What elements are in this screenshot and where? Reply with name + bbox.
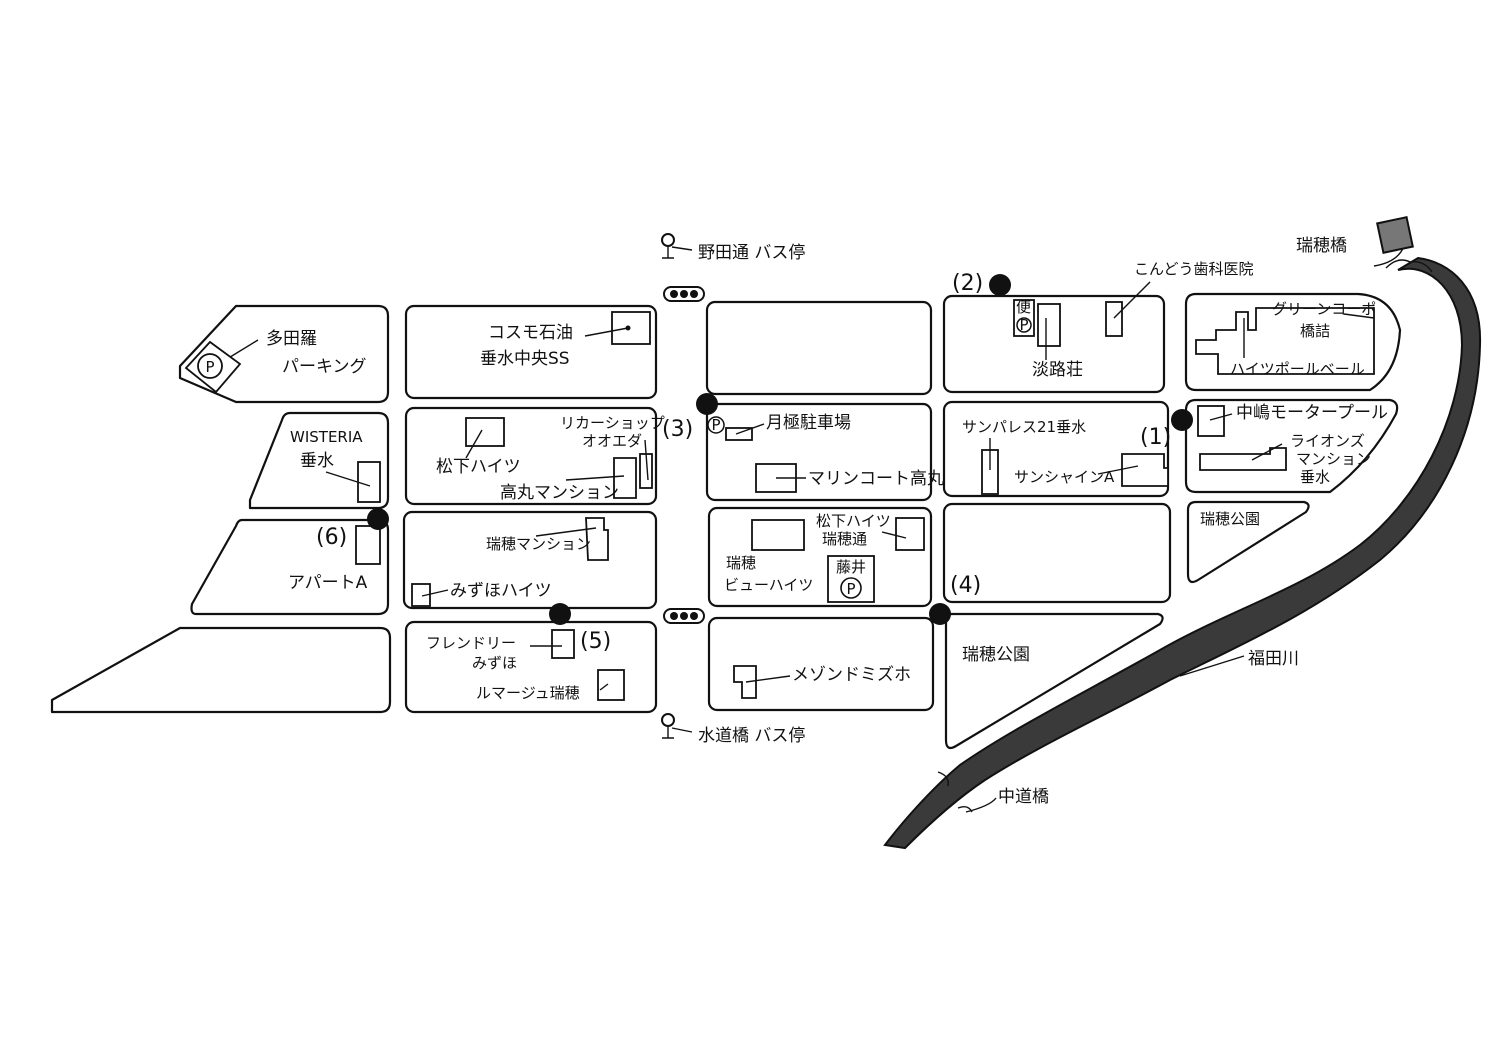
- block-friendly: [404, 620, 658, 714]
- label-green-coop-1: グリーンコーポ: [1272, 300, 1376, 318]
- svg-text:P: P: [205, 358, 214, 376]
- building-kondo: [1105, 301, 1123, 337]
- point-4-dot: [929, 603, 951, 625]
- label-cosmo-2: 垂水中央SS: [480, 349, 570, 369]
- label-tatara-parking-1: 多田羅: [266, 329, 317, 349]
- parking-tsukiyoshi-icon: P: [707, 416, 725, 434]
- label-heights-paul: ハイツポールベール: [1230, 360, 1365, 378]
- label-mizuho-heights: みずほハイツ: [450, 581, 552, 601]
- building-friendly: [551, 629, 575, 659]
- point-1-label: (1): [1140, 425, 1171, 450]
- label-mizuho-park-1: 瑞穂公園: [1200, 510, 1260, 528]
- nakamichi-bridge-icon: [937, 771, 973, 813]
- building-mizuho-heights: [411, 583, 431, 607]
- label-fujii: 藤井: [836, 558, 866, 576]
- label-lions-3: 垂水: [1300, 468, 1330, 486]
- block-mizuho-park-1: [1186, 500, 1310, 584]
- building-lions: [1199, 447, 1287, 471]
- block-maison: [707, 616, 935, 712]
- label-sunshine-a: サンシャインA: [1014, 468, 1115, 486]
- block-wisteria: [248, 411, 390, 510]
- block-sunpalace: [942, 400, 1170, 498]
- label-apart-a: アパートA: [288, 573, 368, 593]
- bus-stop-south-icon: [661, 713, 675, 739]
- point-1-dot: [1171, 409, 1193, 431]
- building-maison: [733, 665, 757, 699]
- traffic-light-south-icon: [663, 608, 705, 624]
- label-friendly-2: みずほ: [472, 654, 517, 672]
- label-mizuho-view-1: 瑞穂: [726, 554, 756, 572]
- point-4-label: (4): [950, 573, 981, 598]
- parking-toilet-icon: P: [1016, 316, 1032, 334]
- building-awaji: [1037, 303, 1061, 347]
- label-maison: メゾンドミズホ: [792, 665, 911, 685]
- label-wisteria-1: WISTERIA: [290, 428, 363, 446]
- block-north-center: [705, 300, 933, 396]
- label-noda-bus-stop: 野田通 バス停: [698, 243, 805, 263]
- building-nakajima: [1197, 405, 1225, 437]
- bus-stop-north-icon: [661, 233, 675, 259]
- building-green-coop: [1195, 307, 1375, 375]
- traffic-light-north-icon: [663, 286, 705, 302]
- parking-tatara-icon: P: [184, 340, 242, 394]
- label-nakajima-pool: 中嶋モータープール: [1236, 403, 1388, 423]
- svg-text:P: P: [846, 580, 855, 598]
- building-wisteria: [357, 461, 381, 503]
- point-6-label: (6): [316, 525, 347, 550]
- point-2-label: (2): [952, 271, 983, 296]
- fukuda-river: [883, 256, 1482, 850]
- svg-text:P: P: [711, 416, 720, 434]
- label-sun-palace: サンパレス21垂水: [962, 418, 1086, 436]
- label-mizuho-park-2: 瑞穂公園: [962, 645, 1030, 665]
- label-cosmo-1: コスモ石油: [488, 323, 573, 343]
- point-5-dot: [549, 603, 571, 625]
- mizuho-bridge-icon: [1376, 216, 1414, 254]
- point-5-label: (5): [580, 629, 611, 654]
- label-matsushita-mizuho-1: 松下ハイツ: [816, 512, 891, 530]
- building-le-mariage: [597, 669, 625, 701]
- label-marine-court: マリンコート高丸: [808, 469, 944, 489]
- label-lions-2: マンション: [1296, 450, 1371, 468]
- label-lions-1: ライオンズ: [1290, 432, 1365, 450]
- svg-text:P: P: [1019, 316, 1028, 334]
- block-southwest: [50, 626, 392, 714]
- label-matsushita-mizuho-2: 瑞穂通: [822, 530, 867, 548]
- building-matsushita: [465, 417, 505, 447]
- label-liquor-1: リカーショップ: [560, 414, 665, 432]
- label-fukuda-river: 福田川: [1248, 649, 1299, 669]
- label-mizuho-mansion: 瑞穂マンション: [486, 535, 591, 553]
- block-east-empty: [942, 502, 1172, 604]
- label-mizuho-bridge: 瑞穂橋: [1296, 236, 1347, 256]
- label-mizuho-view-2: ビューハイツ: [724, 576, 813, 594]
- parking-fujii-icon: P: [840, 577, 862, 599]
- point-3-dot: [696, 393, 718, 415]
- point-6-dot: [367, 508, 389, 530]
- label-tatara-parking-2: パーキング: [282, 357, 367, 377]
- label-liquor-2: オオエダ: [582, 432, 642, 450]
- block-tatara: [178, 304, 390, 404]
- building-matsushita-mizuho: [895, 517, 925, 551]
- building-view-heights: [751, 519, 805, 551]
- building-apart-a: [355, 525, 381, 565]
- label-green-coop-2: 橋詰: [1300, 322, 1330, 340]
- mizuho-bridge-rails: [1385, 259, 1433, 273]
- label-le-mariage: ルマージュ瑞穂: [476, 684, 580, 702]
- label-nakamichi-bridge: 中道橋: [998, 787, 1049, 807]
- label-takamaru-mansion: 高丸マンション: [500, 483, 619, 503]
- label-awaji-so: 淡路荘: [1032, 360, 1083, 380]
- building-sunshine: [1121, 453, 1169, 487]
- block-cosmo: [404, 304, 658, 400]
- label-kondo-dental: こんどう歯科医院: [1134, 260, 1254, 278]
- label-toilet: 便: [1016, 298, 1031, 316]
- building-takamaru: [613, 457, 637, 499]
- label-matsushita-heights: 松下ハイツ: [436, 457, 521, 477]
- label-tsukiyoshi-parking: 月極駐車場: [766, 413, 851, 433]
- point-2-dot: [989, 274, 1011, 296]
- label-friendly-1: フレンドリー: [426, 634, 516, 652]
- label-wisteria-2: 垂水: [300, 451, 334, 471]
- label-suido-bus-stop: 水道橋 バス停: [698, 726, 805, 746]
- point-3-label: (3): [662, 417, 693, 442]
- building-cosmo: [611, 311, 651, 345]
